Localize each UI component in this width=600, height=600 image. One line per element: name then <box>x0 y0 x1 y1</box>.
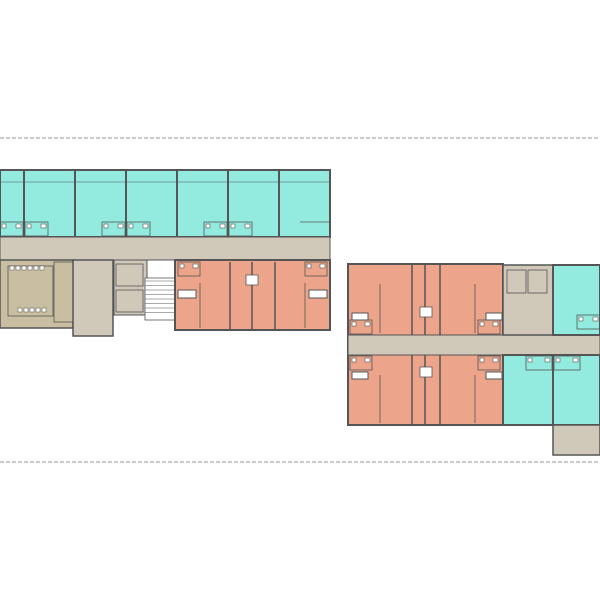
toilet-fixture <box>351 357 357 363</box>
sink-fixture <box>15 223 22 229</box>
toilet-fixture <box>128 223 134 229</box>
sink-fixture <box>40 223 47 229</box>
bathroom <box>576 314 600 330</box>
amenity-inner-room <box>7 265 54 317</box>
seat <box>27 265 33 271</box>
sink-fixture <box>492 357 499 363</box>
seat <box>29 307 35 313</box>
toilet-fixture <box>306 263 312 269</box>
sink-fixture <box>319 263 326 269</box>
toilet-fixture <box>578 316 584 322</box>
toilet-fixture <box>230 223 236 229</box>
bathroom <box>304 261 328 277</box>
bathroom <box>24 221 49 237</box>
elevator-car <box>115 289 144 313</box>
kitchen-island <box>245 274 259 286</box>
sink-fixture <box>592 316 599 322</box>
sink-fixture <box>544 357 551 363</box>
seat <box>15 265 21 271</box>
bathtub <box>485 371 503 380</box>
toilet-fixture <box>179 263 185 269</box>
sink-fixture <box>572 357 579 363</box>
kitchen-island <box>419 366 433 378</box>
bathtub <box>485 312 503 321</box>
sink-fixture <box>117 223 124 229</box>
elevator-car <box>506 269 527 294</box>
bathtub <box>351 312 369 321</box>
bathroom <box>177 261 201 277</box>
terrace <box>552 424 600 456</box>
toilet-fixture <box>479 357 485 363</box>
elevator-car <box>527 269 548 294</box>
toilet-fixture <box>555 357 561 363</box>
sink-fixture <box>244 223 251 229</box>
bathroom <box>525 355 553 371</box>
teal-unit-block <box>502 354 600 426</box>
toilet-fixture <box>26 223 32 229</box>
elevator-car <box>115 263 144 287</box>
teal-unit-block <box>0 169 331 238</box>
sink-fixture <box>142 223 149 229</box>
sink-fixture <box>364 321 371 327</box>
sink-fixture <box>492 321 499 327</box>
bathtub <box>177 289 197 299</box>
bathroom <box>0 221 24 237</box>
bathroom <box>553 355 581 371</box>
toilet-fixture <box>479 321 485 327</box>
restroom-block <box>53 261 74 323</box>
kitchen-island <box>419 306 433 318</box>
right-building-wing <box>347 263 600 456</box>
toilet-fixture <box>527 357 533 363</box>
sink-fixture <box>219 223 226 229</box>
toilet-fixture <box>103 223 109 229</box>
corridor <box>347 334 600 356</box>
bathroom <box>203 221 228 237</box>
seat <box>23 307 29 313</box>
bathroom <box>101 221 126 237</box>
core-lobby <box>72 259 114 337</box>
bathtub <box>308 289 328 299</box>
sink-fixture <box>192 263 199 269</box>
toilet-fixture <box>351 321 357 327</box>
bathroom <box>477 355 501 371</box>
seat <box>17 307 23 313</box>
seat <box>21 265 27 271</box>
left-building-wing <box>0 169 331 337</box>
seat <box>41 307 47 313</box>
seat <box>39 265 45 271</box>
toilet-fixture <box>205 223 211 229</box>
sink-fixture <box>364 357 371 363</box>
bathroom <box>349 355 373 371</box>
seat <box>33 265 39 271</box>
teal-unit-block <box>552 264 600 336</box>
bathtub <box>351 371 369 380</box>
corridor <box>0 236 331 261</box>
seat <box>9 265 15 271</box>
bathroom <box>228 221 253 237</box>
toilet-fixture <box>1 223 7 229</box>
seat <box>35 307 41 313</box>
bathroom <box>126 221 151 237</box>
